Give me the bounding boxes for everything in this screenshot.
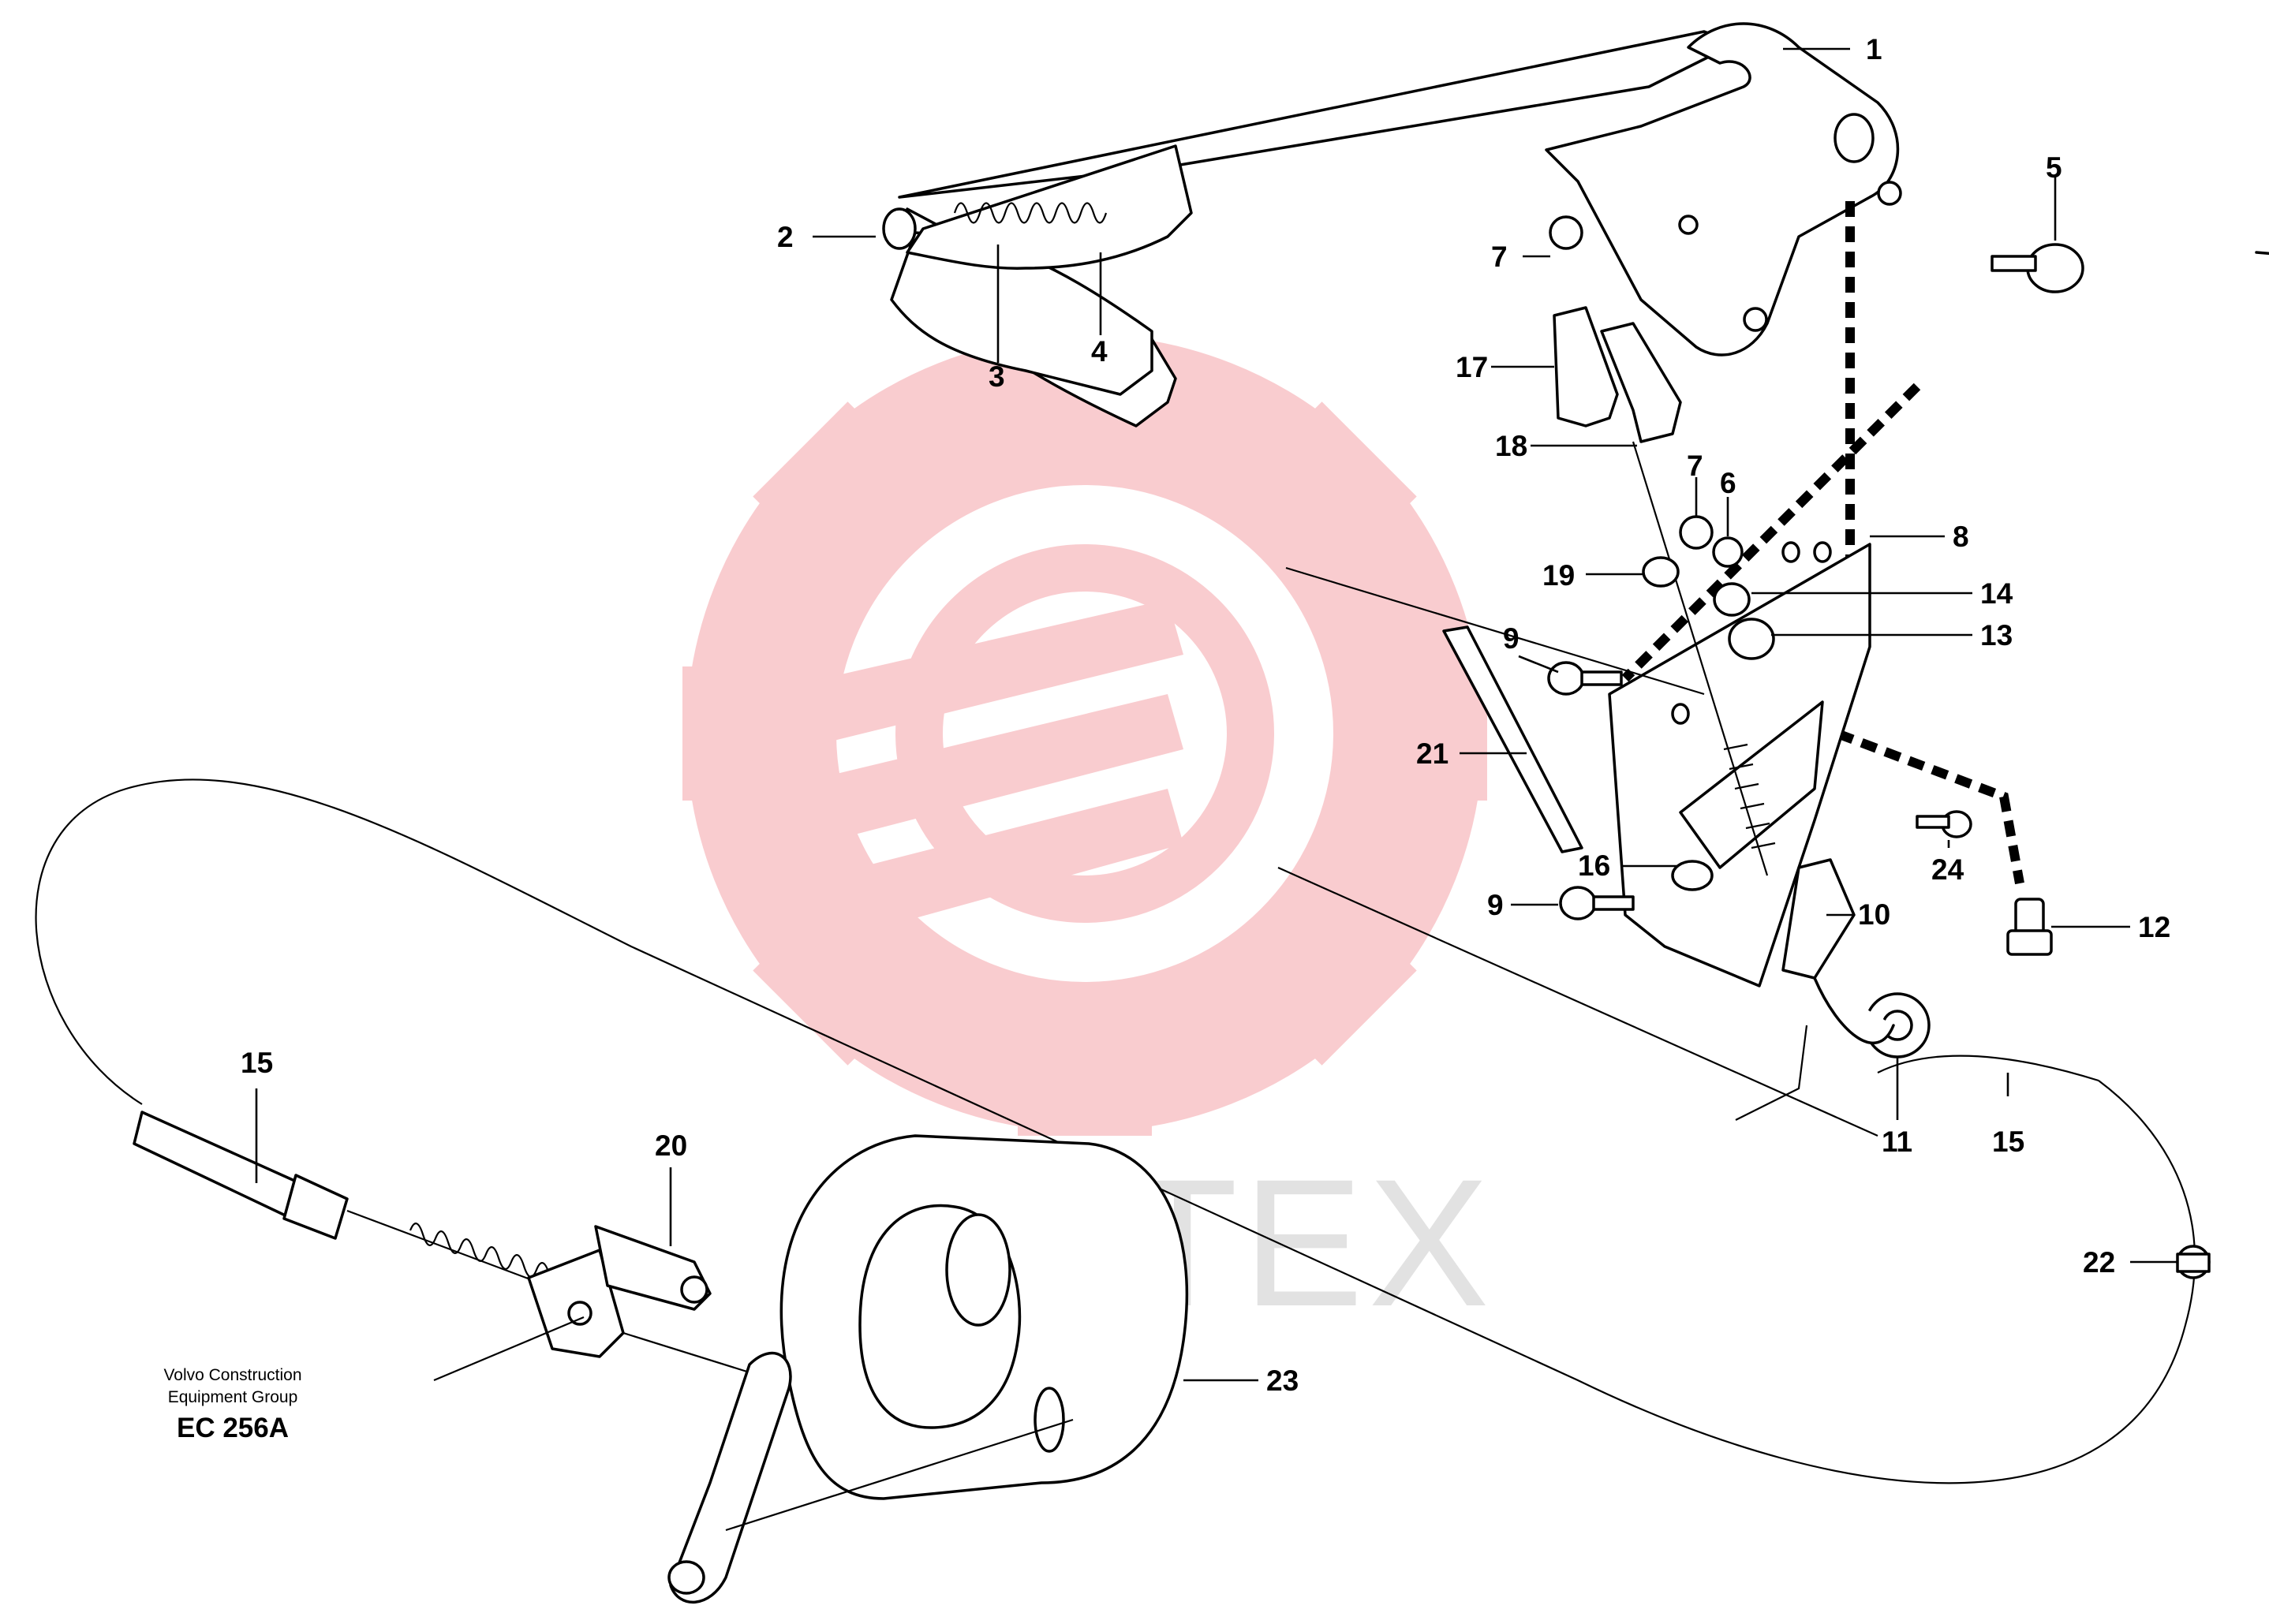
watermark-gear-logo bbox=[682, 331, 1487, 1136]
callout-10: 10 bbox=[1858, 898, 1890, 931]
brake-drum-hub bbox=[945, 1213, 1011, 1327]
callout-18: 18 bbox=[1495, 430, 1527, 462]
callout-19: 19 bbox=[1542, 559, 1575, 592]
clevis-and-clip bbox=[1553, 306, 1682, 443]
bracket-hole-b bbox=[1813, 541, 1832, 563]
brake-drum-slot bbox=[1034, 1387, 1065, 1453]
callout-9-lower: 9 bbox=[1487, 889, 1504, 921]
lock-washer-13 bbox=[1728, 618, 1775, 660]
clevis-reference-line bbox=[433, 1316, 585, 1382]
callout-21: 21 bbox=[1416, 737, 1448, 770]
handle-grip-top bbox=[906, 144, 1193, 270]
callout-16: 16 bbox=[1578, 849, 1610, 882]
clip-16 bbox=[1671, 860, 1714, 891]
brake-operating-lever bbox=[667, 1351, 792, 1604]
callout-14: 14 bbox=[1980, 577, 2013, 610]
lever-handle-grip bbox=[882, 144, 1193, 427]
lever-hole-right bbox=[1877, 181, 1902, 206]
callout-15-right: 15 bbox=[1992, 1126, 2024, 1158]
cable-ferrule bbox=[282, 1174, 349, 1240]
washer-19 bbox=[1642, 556, 1680, 588]
handle-release-button bbox=[882, 207, 917, 250]
callout-labels: 1 2 3 4 5 6 7 7 8 9 9 10 11 12 13 14 15 … bbox=[241, 33, 2170, 1397]
lever-pivot-hole bbox=[1834, 113, 1875, 163]
callout-6: 6 bbox=[1720, 467, 1736, 499]
callout-13: 13 bbox=[1980, 619, 2013, 651]
cable-sheath-end bbox=[133, 1111, 301, 1220]
handle-spring-coils bbox=[953, 202, 1108, 224]
reference-line-floor bbox=[1735, 1025, 1808, 1121]
callout-17: 17 bbox=[1456, 351, 1488, 383]
callout-7-upper: 7 bbox=[1491, 241, 1508, 273]
callout-4: 4 bbox=[1091, 335, 1108, 368]
callout-24: 24 bbox=[1931, 853, 1964, 886]
drawing-credit: Volvo Construction Equipment Group EC 25… bbox=[163, 1366, 301, 1443]
callout-12: 12 bbox=[2138, 911, 2170, 943]
bracket-hole-a bbox=[1781, 541, 1800, 563]
cable-end-assembly bbox=[133, 1111, 569, 1295]
adjusting-rod-shaft bbox=[1632, 441, 1769, 876]
screw-9-lower bbox=[1559, 886, 1635, 920]
screw-9-upper bbox=[1547, 661, 1623, 696]
bracket-hole-c bbox=[1671, 703, 1690, 725]
adjusting-rod-thread bbox=[1723, 743, 1776, 849]
brake-contact-switch bbox=[2006, 898, 2053, 956]
callout-15-left: 15 bbox=[241, 1047, 273, 1079]
washer-6 bbox=[1712, 536, 1744, 568]
screw-5 bbox=[1991, 243, 2269, 293]
clevis-to-lever-line bbox=[622, 1331, 750, 1374]
dashed-reference-diagonal bbox=[1621, 383, 1921, 682]
cable-clamp-22 bbox=[2176, 1245, 2211, 1279]
callout-2: 2 bbox=[777, 221, 794, 253]
clevis-pin-20 bbox=[594, 1225, 712, 1311]
washer-7 bbox=[1679, 515, 1714, 550]
callout-11: 11 bbox=[1882, 1126, 1912, 1158]
cable-return-spring bbox=[409, 1223, 551, 1278]
washer-lever-left bbox=[1549, 215, 1583, 250]
callout-7-lower: 7 bbox=[1687, 450, 1703, 482]
callout-20: 20 bbox=[655, 1129, 687, 1162]
cable-loop-upper bbox=[1877, 1055, 2099, 1082]
callout-9-upper: 9 bbox=[1503, 622, 1520, 655]
nut-14 bbox=[1713, 582, 1751, 617]
lever-bracket bbox=[1545, 22, 1900, 357]
callout-22: 22 bbox=[2083, 1246, 2115, 1279]
cover-strip bbox=[1442, 625, 1583, 853]
clevis-fork bbox=[1553, 306, 1619, 427]
clevis-clip bbox=[1600, 322, 1682, 443]
dashed-reference-lower bbox=[1741, 693, 2024, 885]
adjusting-rod bbox=[1632, 441, 1776, 876]
callout-23: 23 bbox=[1266, 1365, 1299, 1397]
drum-reference-line bbox=[725, 1418, 1074, 1532]
screw-24 bbox=[1916, 810, 1972, 838]
callout-3: 3 bbox=[989, 360, 1005, 393]
credit-group: Equipment Group bbox=[168, 1388, 298, 1406]
drawing-code: EC 256A bbox=[177, 1413, 289, 1443]
brake-drum bbox=[779, 1134, 1189, 1500]
cable-exit-sleeve bbox=[1813, 976, 1895, 1044]
leader-lines bbox=[255, 47, 2177, 1382]
lever-hole-lower bbox=[1743, 307, 1768, 332]
cable-spring-guide bbox=[1781, 858, 1856, 980]
credit-company: Volvo Construction bbox=[163, 1366, 301, 1384]
reference-line-upper bbox=[1285, 566, 1705, 696]
callout-5: 5 bbox=[2046, 151, 2062, 184]
callout-8: 8 bbox=[1953, 521, 1969, 553]
reference-line-lower bbox=[1277, 866, 1878, 1137]
callout-1: 1 bbox=[1866, 33, 1882, 65]
lever-hole-mid bbox=[1678, 215, 1699, 235]
